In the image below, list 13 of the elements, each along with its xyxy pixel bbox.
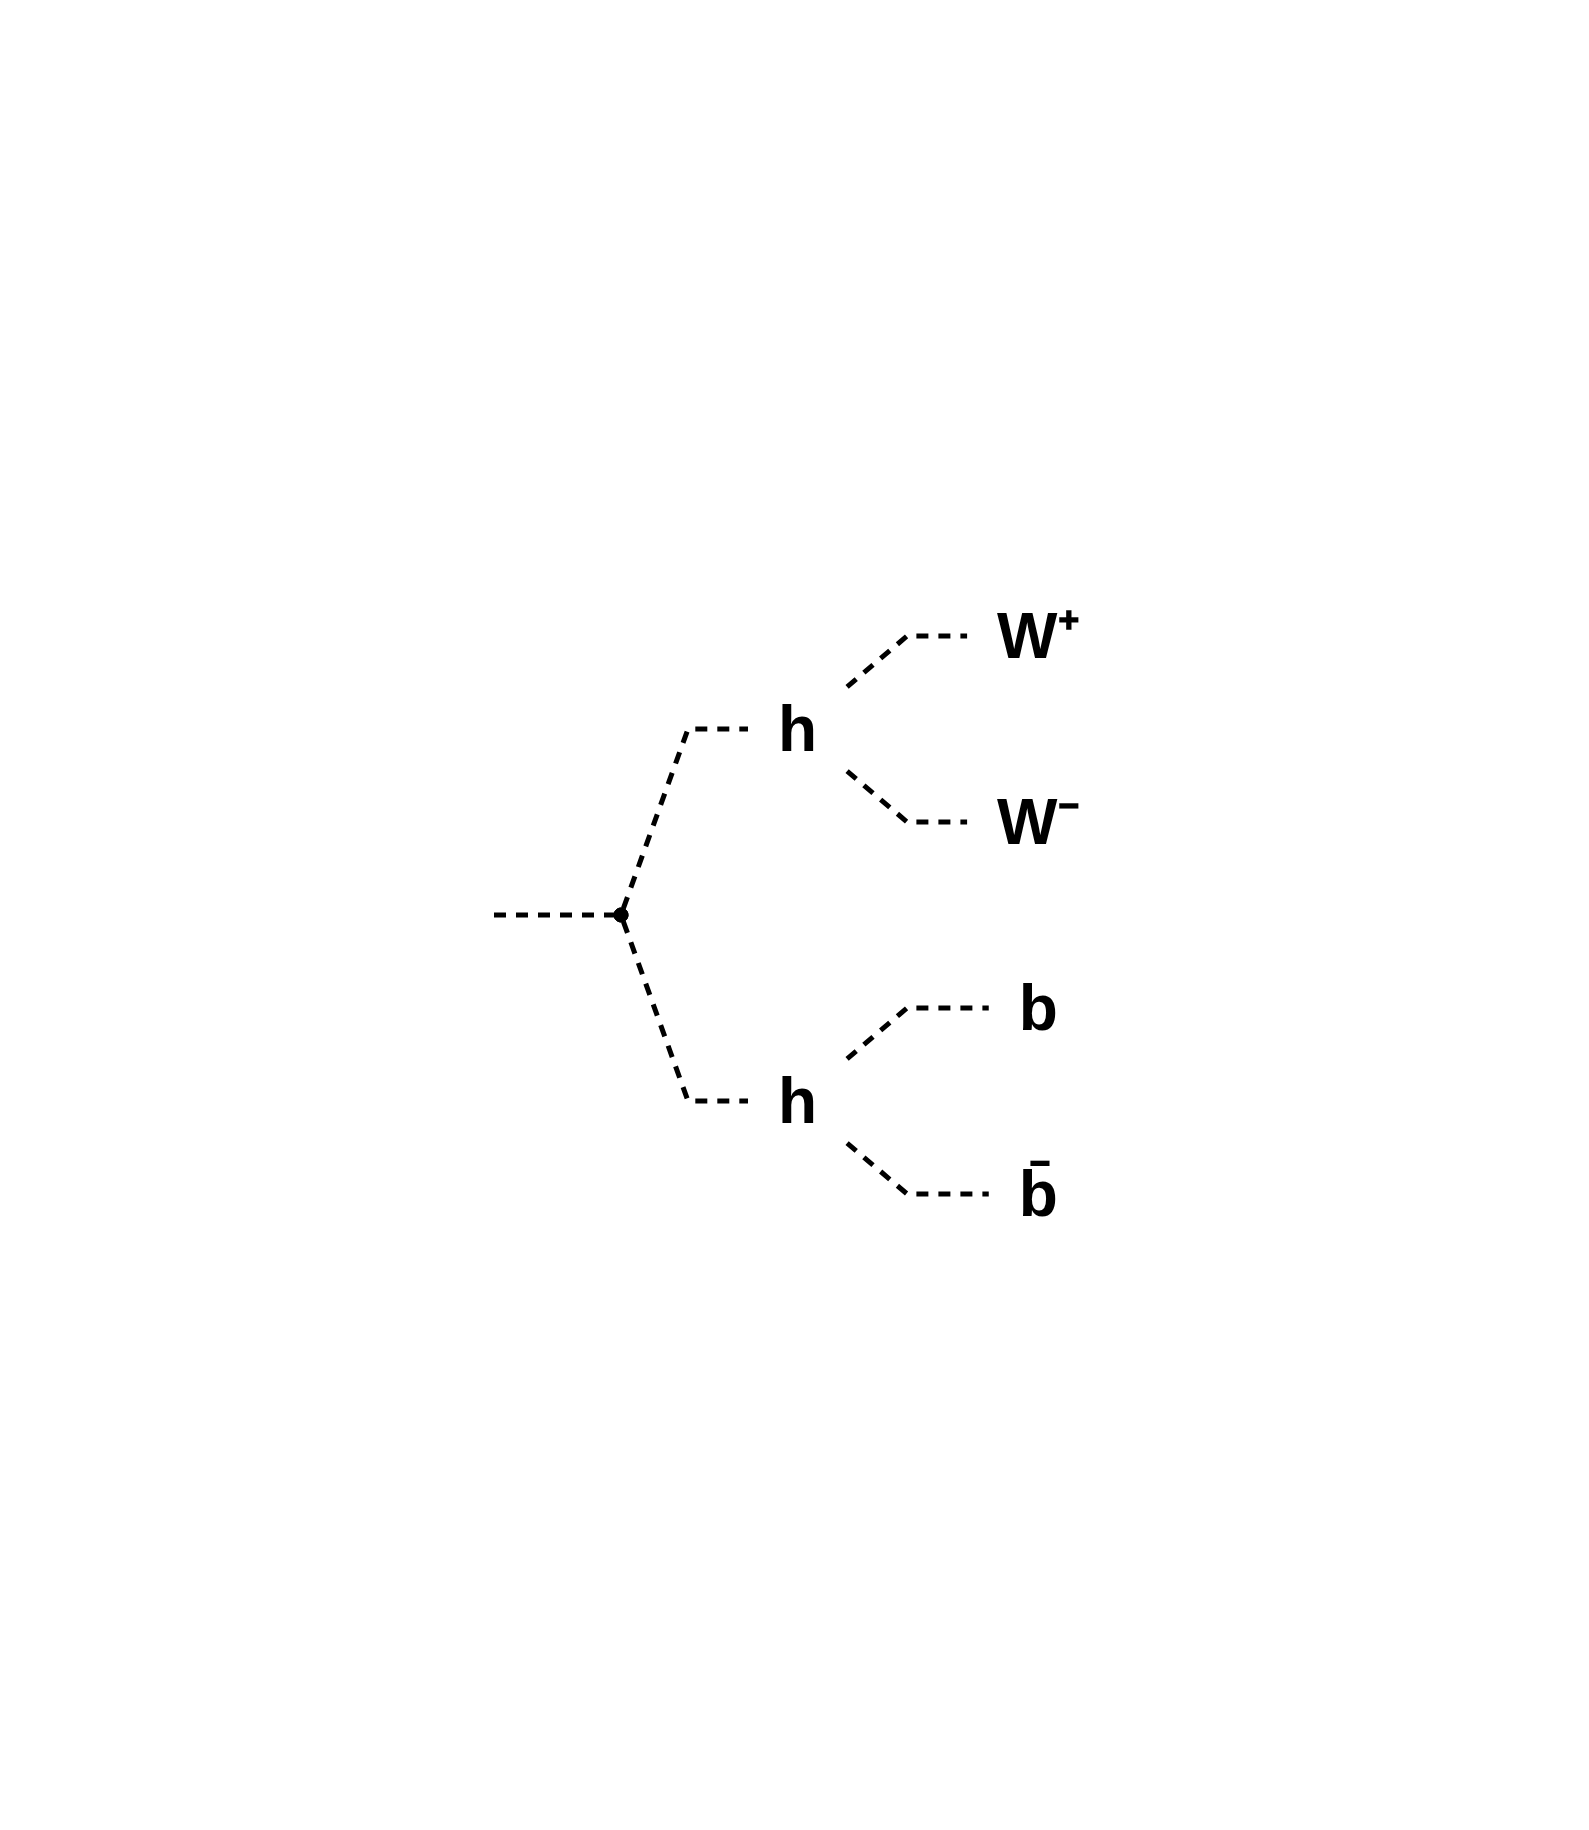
connector [845, 633, 967, 689]
connector [620, 920, 748, 1104]
connector [493, 912, 614, 918]
connector [620, 726, 748, 910]
node-text: W⁻ [996, 786, 1080, 858]
node-text: h [777, 1064, 817, 1137]
node-text: h [777, 693, 817, 765]
node-text: b [1018, 971, 1058, 1044]
connector [845, 1005, 989, 1061]
node-text: W⁺ [996, 600, 1080, 672]
node-text: b̄ [1018, 1157, 1058, 1230]
connector [845, 769, 967, 825]
connector [845, 1141, 989, 1197]
